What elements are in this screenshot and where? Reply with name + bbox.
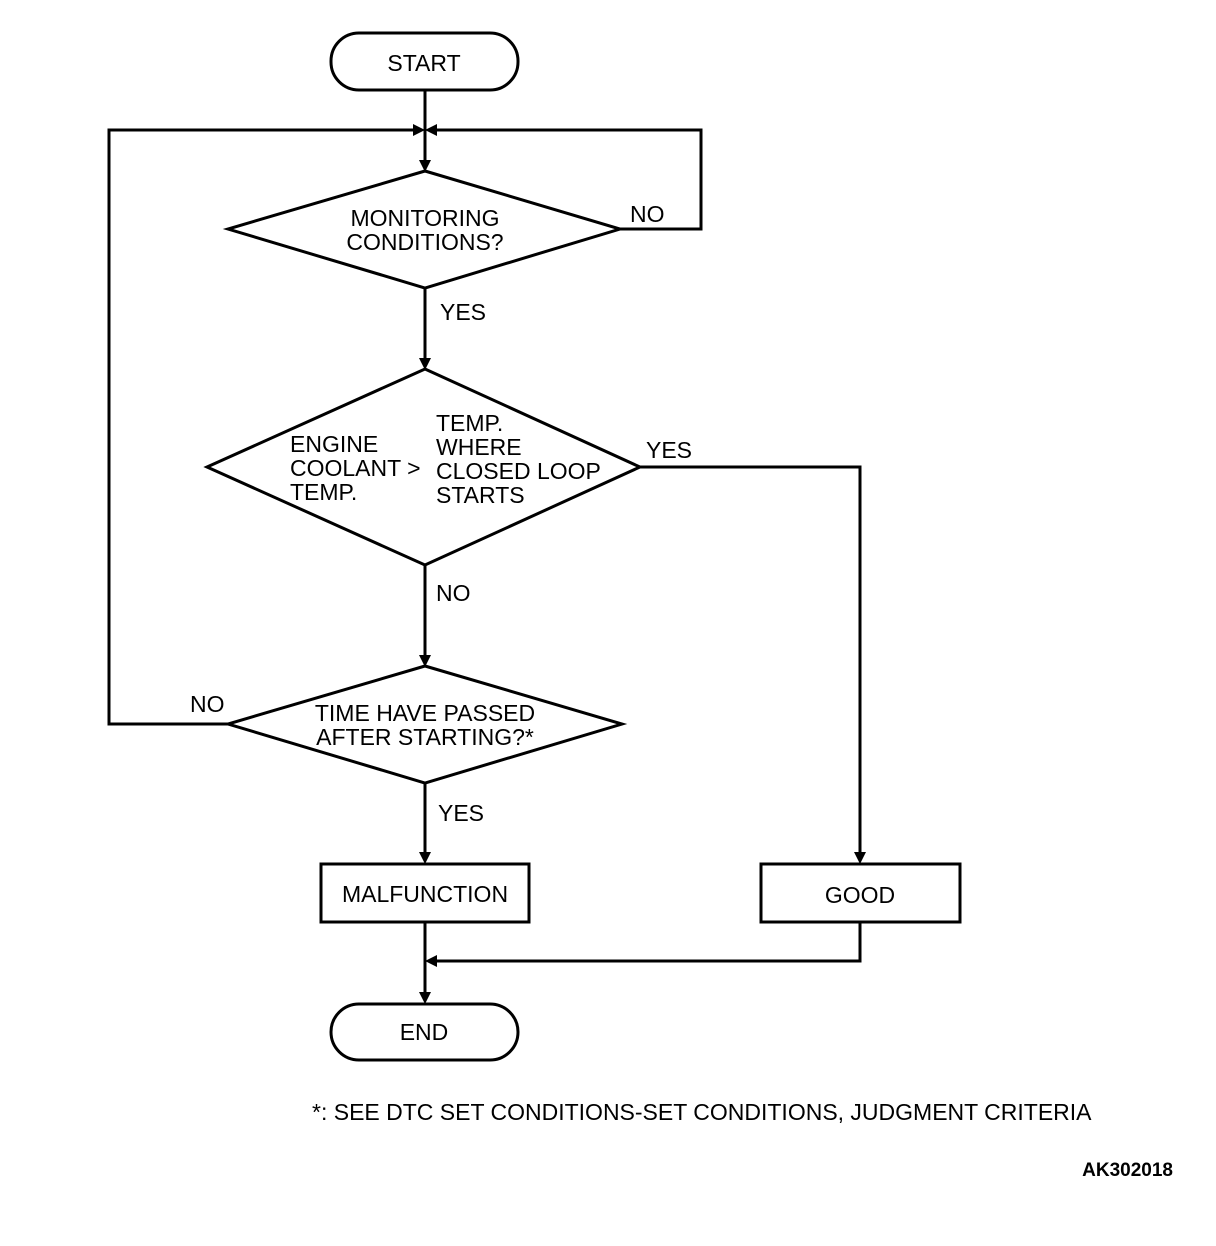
coolant-label-right-line-2: WHERE	[436, 434, 522, 460]
arrowhead-to-monitoring	[419, 160, 431, 172]
monitoring-label-line-1: MONITORING	[350, 205, 499, 231]
coolant-label-left-line-3: TEMP.	[290, 479, 357, 505]
figure-code: AK302018	[1082, 1160, 1173, 1181]
edge-monitoring-no-loop	[434, 128, 703, 231]
edge-label-coolant-no: NO	[436, 580, 471, 606]
coolant-label-right-line-4: STARTS	[436, 482, 525, 508]
good-process: GOOD	[759, 862, 962, 924]
connectors	[107, 90, 862, 994]
coolant-label-right-line-3: CLOSED LOOP	[436, 458, 601, 484]
coolant-label-right-line-1: TEMP.	[436, 410, 503, 436]
arrowhead-monitoring-loop	[425, 124, 437, 136]
arrowhead-good-merge	[425, 955, 437, 967]
edge-good-to-end	[434, 922, 862, 963]
monitoring-decision: MONITORING CONDITIONS?	[222, 169, 626, 290]
end-terminal: END	[329, 1002, 520, 1062]
edge-coolant-yes	[640, 465, 862, 855]
good-label: GOOD	[825, 882, 895, 908]
edge-time-no-loop	[107, 128, 416, 726]
footnote: *: SEE DTC SET CONDITIONS-SET CONDITIONS…	[312, 1099, 1092, 1125]
edge-label-monitoring-no: NO	[630, 201, 665, 227]
arrowhead-to-end	[419, 992, 431, 1004]
arrowhead-to-good	[854, 852, 866, 864]
time-label-line-1: TIME HAVE PASSED	[315, 700, 535, 726]
arrowhead-to-coolant	[419, 358, 431, 370]
malfunction-label: MALFUNCTION	[342, 881, 508, 907]
coolant-label-left-line-2: COOLANT >	[290, 455, 421, 481]
start-label: START	[387, 50, 460, 76]
coolant-label-left-line-1: ENGINE	[290, 431, 378, 457]
time-label-line-2: AFTER STARTING?*	[316, 724, 534, 750]
edge-label-time-no: NO	[190, 691, 225, 717]
monitoring-label-line-2: CONDITIONS?	[346, 229, 503, 255]
arrowhead-to-malfunction	[419, 852, 431, 864]
edge-label-coolant-yes: YES	[646, 437, 692, 463]
time-decision: TIME HAVE PASSED AFTER STARTING?*	[222, 664, 628, 785]
arrowhead-time-loop	[413, 124, 425, 136]
edge-label-monitoring-yes: YES	[440, 299, 486, 325]
coolant-decision: ENGINE COOLANT > TEMP. TEMP. WHERE CLOSE…	[203, 367, 644, 567]
start-terminal: START	[329, 31, 520, 92]
malfunction-process: MALFUNCTION	[319, 862, 531, 924]
arrowhead-to-time	[419, 655, 431, 667]
end-label: END	[400, 1019, 449, 1045]
edge-labels: NO YES YES NO NO YES	[190, 201, 692, 826]
arrowheads	[413, 124, 866, 1004]
edge-label-time-yes: YES	[438, 800, 484, 826]
